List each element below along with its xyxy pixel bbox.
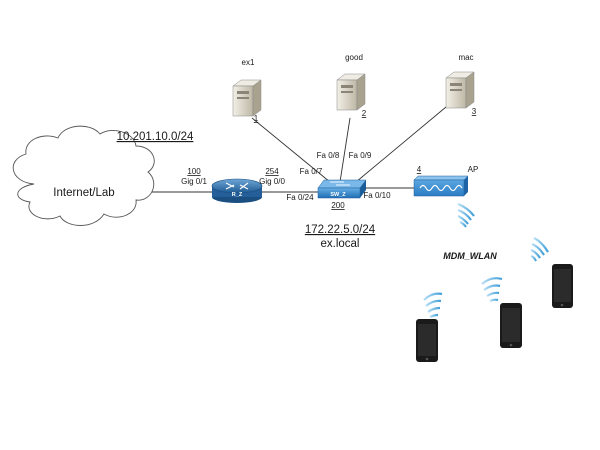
router[interactable]: R_Z [211, 178, 263, 203]
server-mac-host: 3 [472, 107, 477, 116]
ap-host: 4 [417, 165, 422, 174]
router-icon [211, 178, 263, 194]
ap-signal-icon [457, 202, 475, 228]
router-left-port: Gig 0/1 [181, 177, 207, 186]
phone-2[interactable] [481, 277, 522, 348]
wlan-name: MDM_WLAN [443, 251, 497, 261]
upper-network-label: 10.201.10.0/24 [117, 131, 194, 143]
server-icon [445, 77, 467, 109]
switch-host: 200 [331, 201, 345, 210]
wifi-signal-icon [481, 277, 503, 302]
links [148, 101, 453, 193]
lower-network-label: 172.22.5.0/24 [305, 224, 376, 236]
router-right-port: Gig 0/0 [259, 177, 285, 186]
server-icon [232, 85, 254, 117]
cloud-icon [12, 125, 155, 226]
cloud-label: Internet/Lab [53, 187, 114, 199]
switch-port-mac: Fa 0/9 [349, 151, 372, 160]
server-mac-name: mac [458, 53, 473, 62]
server-icon [336, 79, 358, 111]
switch-port-ex1: Fa 0/7 [300, 167, 323, 176]
router-arrows-icon [225, 182, 249, 190]
switch-port-router: Fa 0/24 [286, 193, 314, 202]
server-ex1-name: ex1 [242, 58, 255, 67]
link-switch-good [339, 117, 351, 183]
switch[interactable]: SW_Z [317, 179, 367, 199]
link-switch-ex1 [251, 117, 331, 183]
server-mac[interactable] [445, 71, 475, 109]
internet-cloud: Internet/Lab [12, 125, 155, 226]
server-good-name: good [345, 53, 363, 62]
phone-3[interactable] [530, 237, 573, 308]
switch-arrows-icon [330, 181, 350, 186]
switch-port-good: Fa 0/8 [317, 151, 340, 160]
router-left-host: 100 [187, 167, 201, 176]
server-good[interactable] [336, 73, 366, 111]
wifi-signal-icon [423, 292, 443, 318]
domain-label: ex.local [321, 238, 360, 250]
server-ex1[interactable] [232, 79, 262, 117]
antenna-wave-icon [419, 184, 463, 192]
server-good-host: 2 [362, 109, 367, 118]
server-ex1-host: 1 [254, 114, 259, 123]
link-switch-mac [355, 101, 453, 183]
ap-label: AP [468, 165, 479, 174]
switch-port-ap: Fa 0/10 [363, 191, 391, 200]
access-point[interactable] [413, 175, 469, 197]
router-name: R_Z [232, 192, 243, 198]
wifi-signal-icon [530, 237, 549, 262]
switch-name: SW_Z [330, 192, 346, 198]
router-right-host: 254 [265, 167, 279, 176]
phone-1[interactable] [416, 292, 443, 362]
